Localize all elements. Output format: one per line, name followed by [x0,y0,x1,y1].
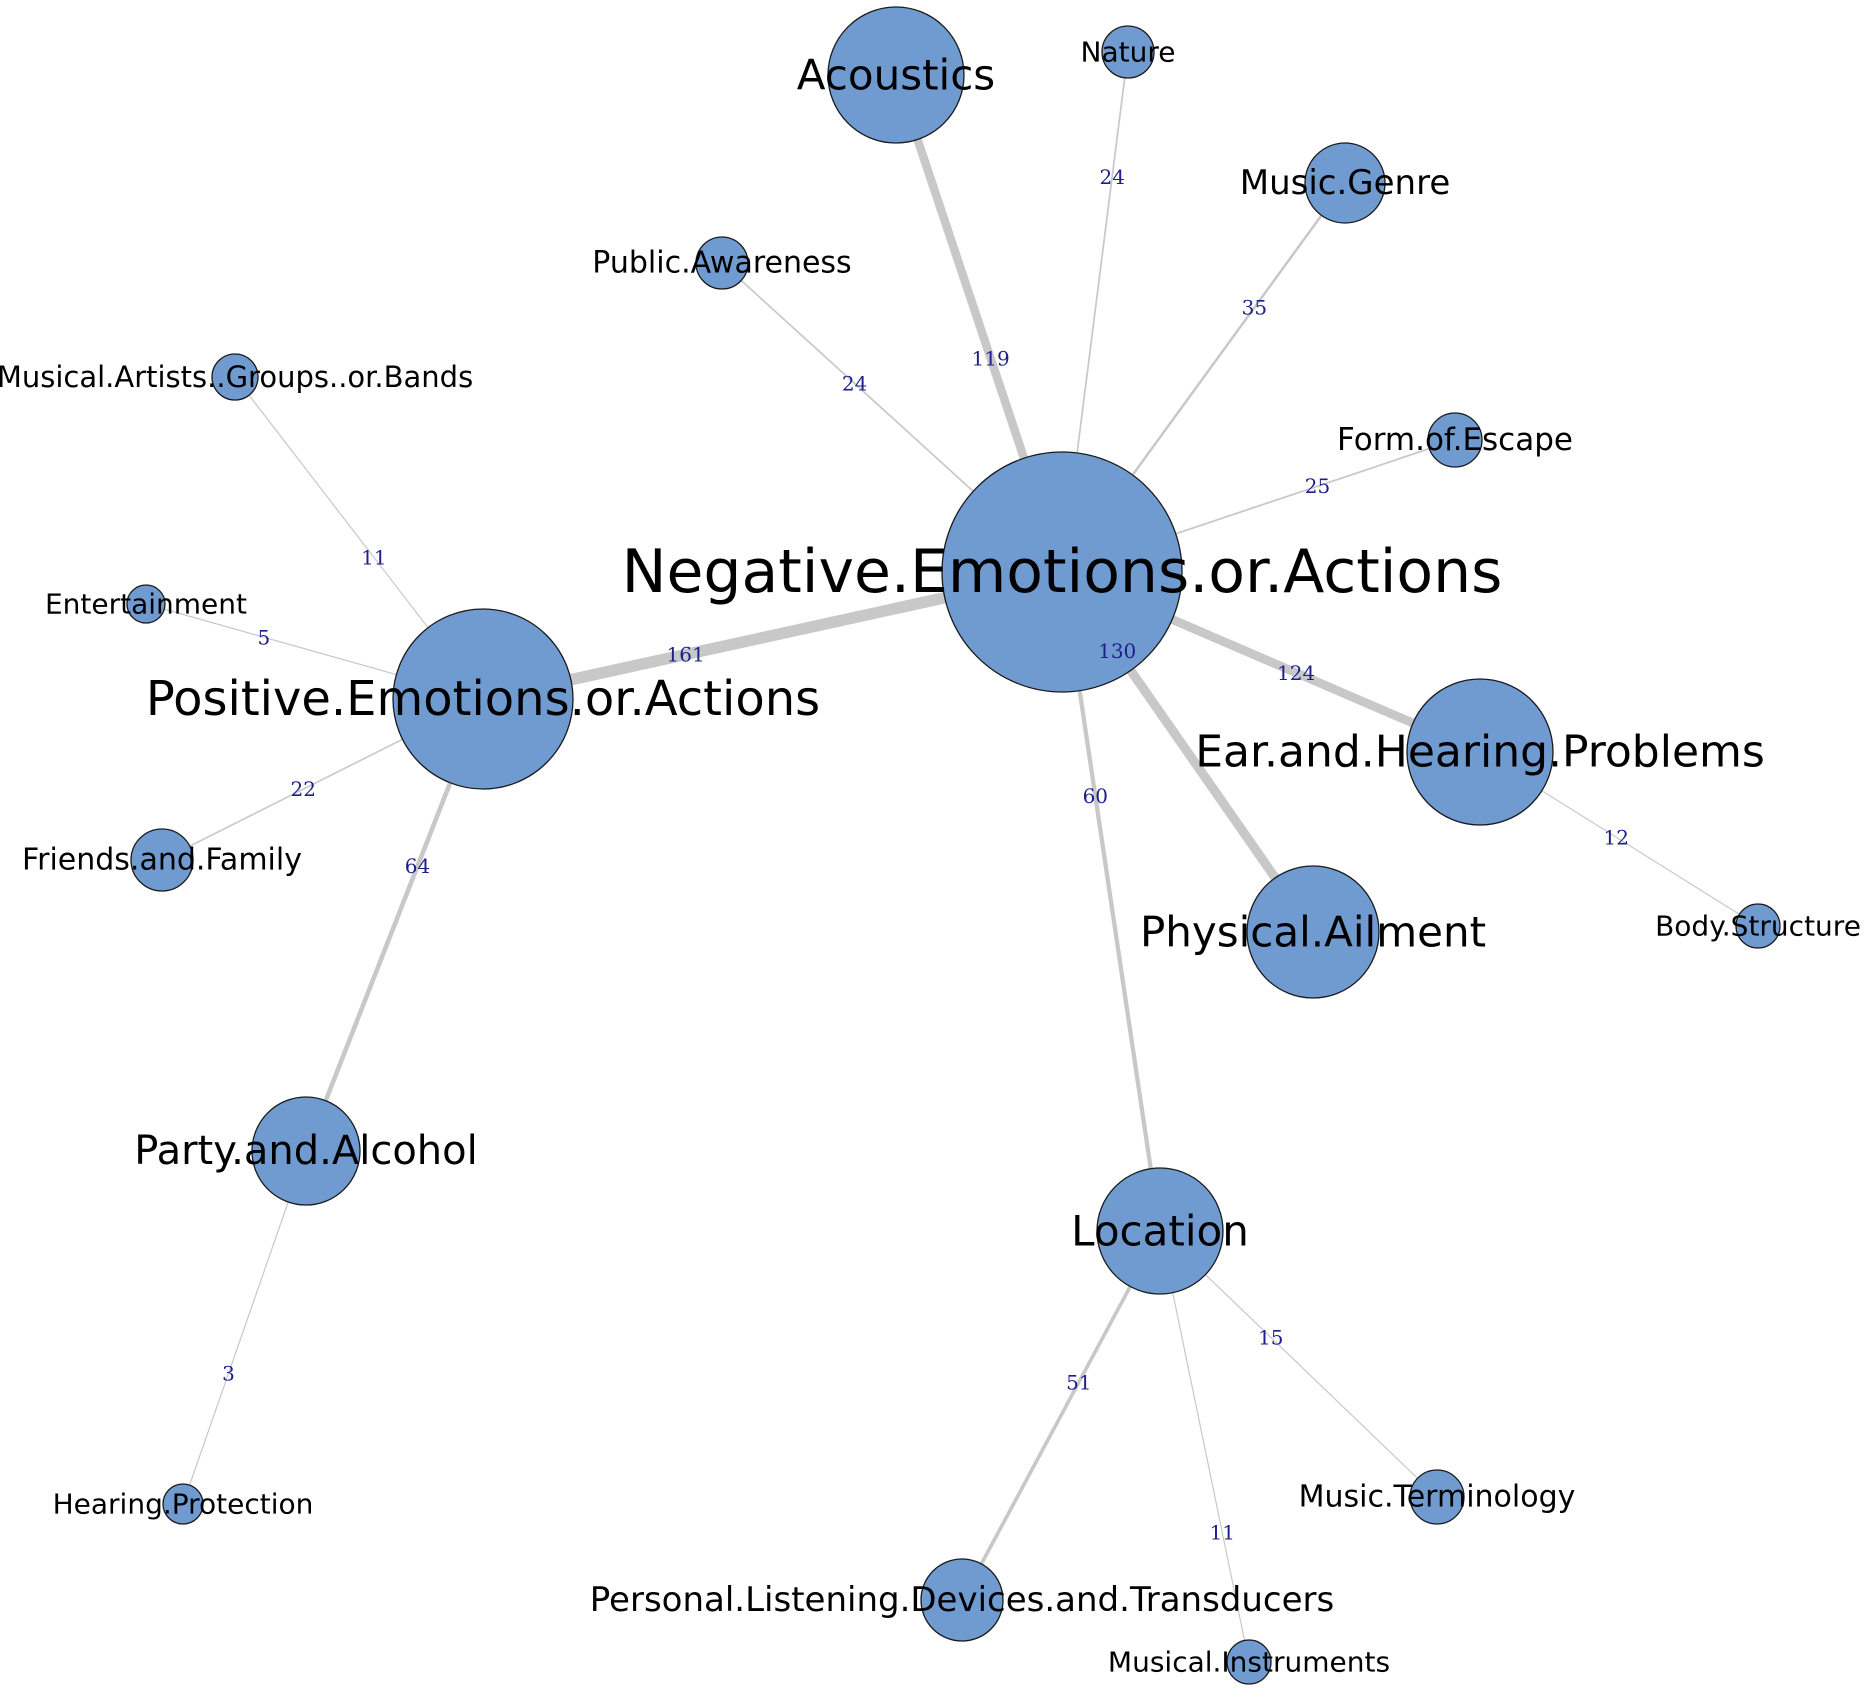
labels-layer: 119 24 35 24 25 161 124 130 60 11 5 22 64 12 3 15 51 11 Ne… [0,36,1861,1679]
node-nature [1101,25,1155,79]
edge-location-musical_instruments [1159,1230,1250,1663]
node-label-location: Location [1071,1207,1249,1256]
node-label-party_alcohol: Party.and.Alcohol [134,1128,478,1174]
edge-label-location-music_terminology: 15 [1258,1325,1283,1349]
node-party_alcohol [251,1096,361,1206]
edges-layer [145,51,1759,1663]
node-positive [392,608,574,790]
node-label-musical_instruments: Musical.Instruments [1108,1646,1390,1679]
edge-label-positive-entertainment: 5 [258,625,271,649]
node-location [1096,1167,1224,1295]
node-music_terminology [1409,1469,1465,1525]
node-label-musical_artists: Musical.Artists..Groups..or.Bands [0,360,473,394]
node-label-personal_listening: Personal.Listening.Devices.and.Transduce… [590,1580,1334,1620]
node-label-entertainment: Entertainment [45,588,247,621]
edge-label-negative-acoustics: 119 [972,346,1010,370]
node-label-music_genre: Music.Genre [1240,163,1451,203]
node-personal_listening [920,1558,1004,1642]
node-acoustics [827,6,965,144]
node-label-music_terminology: Music.Terminology [1299,1480,1576,1515]
edge-label-negative-public_awareness: 24 [842,372,867,396]
node-label-positive: Positive.Emotions.or.Actions [146,671,820,727]
edge-label-positive-party_alcohol: 64 [405,854,430,878]
edge-location-music_terminology [1159,1230,1438,1498]
edge-label-location-musical_instruments: 11 [1210,1521,1235,1545]
nodes-layer [126,6,1781,1685]
edge-label-negative-physical_ailment: 130 [1098,639,1136,663]
node-hearing_protection [162,1483,204,1525]
edge-label-negative-location: 60 [1083,784,1108,808]
edge-label-negative-ear_hearing: 124 [1277,661,1315,685]
edge-label-location-personal_listening: 51 [1066,1370,1091,1394]
node-form_of_escape [1427,412,1483,468]
node-label-acoustics: Acoustics [797,51,995,100]
node-entertainment [126,584,166,624]
node-negative [941,451,1183,693]
node-label-body_structure: Body.Structure [1655,910,1861,943]
node-friends_family [130,828,194,892]
edge-label-negative-nature: 24 [1099,165,1124,189]
edge-label-party_alcohol-hearing_protection: 3 [222,1361,235,1385]
edge-party_alcohol-hearing_protection [182,1150,307,1505]
edge-label-positive-friends_family: 22 [290,777,315,801]
node-label-nature: Nature [1081,36,1176,69]
node-label-form_of_escape: Form.of.Escape [1337,422,1573,458]
node-label-public_awareness: Public.Awareness [592,246,851,281]
edge-label-negative-form_of_escape: 25 [1305,474,1330,498]
node-label-negative: Negative.Emotions.or.Actions [622,537,1503,607]
node-music_genre [1304,142,1386,224]
node-public_awareness [695,236,749,290]
node-label-friends_family: Friends.and.Family [22,843,302,878]
node-musical_instruments [1226,1639,1272,1685]
node-physical_ailment [1246,865,1380,999]
edge-label-ear_hearing-body_structure: 12 [1603,825,1628,849]
node-body_structure [1735,903,1781,949]
edge-label-negative-positive: 161 [667,643,705,667]
edge-label-negative-music_genre: 35 [1242,296,1267,320]
edge-label-positive-musical_artists: 11 [361,545,386,569]
node-ear_hearing [1406,678,1554,826]
node-musical_artists [211,353,259,401]
node-label-hearing_protection: Hearing.Protection [53,1488,314,1521]
node-label-physical_ailment: Physical.Ailment [1140,908,1486,957]
edge-location-personal_listening [960,1230,1162,1601]
node-label-ear_hearing: Ear.and.Hearing.Problems [1195,727,1765,778]
